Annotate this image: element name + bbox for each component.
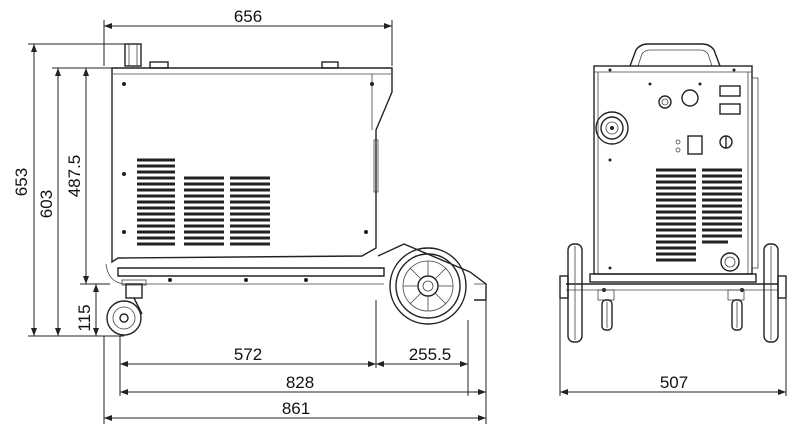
large-rear-wheel: [389, 247, 467, 325]
top-bump: [149, 61, 169, 69]
dim-572: [120, 361, 376, 367]
dim-text-653: 653: [12, 168, 31, 196]
dim-115: [93, 284, 99, 336]
dim-653: [28, 43, 125, 337]
dim-text-603: 603: [37, 190, 56, 218]
top-handle-stub: [124, 43, 142, 67]
front-castor-wheel: [106, 279, 147, 336]
chassis-base: [117, 267, 385, 277]
side-vent-grille: [137, 158, 270, 246]
front-base-frame: [589, 273, 757, 283]
dim-text-861: 861: [282, 399, 310, 418]
display-window: [719, 103, 741, 115]
carry-handle: [629, 43, 721, 67]
dim-861: [104, 415, 486, 421]
dim-text-828: 828: [286, 373, 314, 392]
dim-text-572: 572: [234, 345, 262, 364]
dim-656: [103, 20, 393, 66]
side-view: 656 653 603 487.5: [12, 7, 487, 424]
top-bump: [321, 61, 339, 69]
front-castor-right: [727, 289, 745, 331]
power-switch: [687, 135, 703, 155]
control-knob: [681, 89, 699, 107]
front-vent-grille: [656, 168, 742, 262]
dim-828: [120, 389, 486, 395]
torch-connector: [595, 111, 629, 145]
dim-text-255-5: 255.5: [409, 345, 452, 364]
ground-socket: [720, 252, 740, 272]
dim-487-5: [80, 68, 110, 285]
front-view: 507: [559, 43, 787, 396]
dim-text-115: 115: [75, 304, 94, 331]
front-castor-left: [597, 289, 615, 331]
dim-255-5: [376, 361, 468, 367]
front-left-wheel: [559, 243, 583, 343]
dim-603: [52, 67, 112, 336]
display-window: [719, 85, 741, 97]
control-knob-small: [658, 95, 672, 109]
front-right-wheel: [763, 243, 787, 343]
dim-text-656: 656: [234, 7, 262, 26]
dim-text-507: 507: [660, 373, 688, 392]
dim-text-487-5: 487.5: [65, 155, 84, 198]
cabinet-outline: [111, 67, 393, 264]
dim-507: [560, 389, 786, 395]
